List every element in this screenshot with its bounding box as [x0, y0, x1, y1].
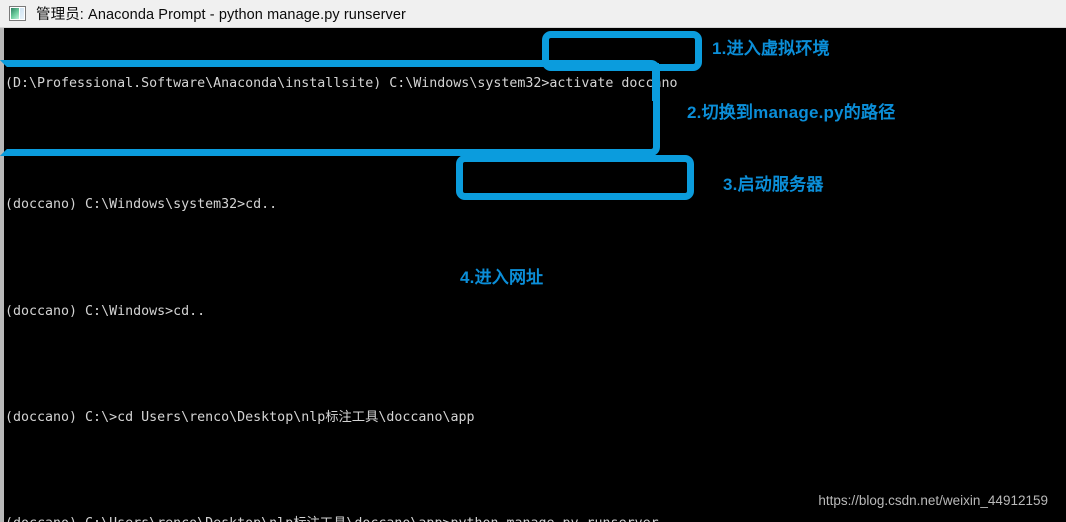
- terminal-blank-line: [5, 136, 765, 151]
- console-window-icon: [9, 6, 26, 21]
- terminal-line-cd-windows: (doccano) C:\Windows>cd..: [5, 303, 206, 319]
- step-label-3: 3.启动服务器: [723, 175, 824, 194]
- prompt-prefix-1: (D:\Professional.Software\Anaconda\insta…: [5, 75, 550, 91]
- window-title-bar: 管理员: Anaconda Prompt - python manage.py …: [0, 0, 1066, 28]
- step-label-2: 2.切换到manage.py的路径: [687, 103, 896, 122]
- terminal-blank-line: [5, 349, 765, 364]
- prompt-prefix-2: (doccano) C:\Users\renco\Desktop\nlp标注工具…: [5, 516, 450, 522]
- console-surface[interactable]: (D:\Professional.Software\Anaconda\insta…: [0, 28, 1066, 522]
- terminal-blank-line: [5, 456, 765, 471]
- terminal-line-prompt-activate: (D:\Professional.Software\Anaconda\insta…: [5, 76, 765, 91]
- step-label-1: 1.进入虚拟环境: [712, 39, 830, 58]
- terminal-line-cd-system32: (doccano) C:\Windows\system32>cd..: [5, 197, 278, 213]
- step-label-4: 4.进入网址: [460, 268, 544, 287]
- terminal-line-cd-app: (doccano) C:\>cd Users\renco\Desktop\nlp…: [5, 409, 475, 425]
- terminal-blank-line: [5, 243, 765, 258]
- command-python-manage-runserver: python manage.py runserver: [450, 516, 658, 522]
- terminal-output: (D:\Professional.Software\Anaconda\insta…: [5, 30, 765, 522]
- watermark-url: https://blog.csdn.net/weixin_44912159: [818, 493, 1048, 508]
- window-title-text: 管理员: Anaconda Prompt - python manage.py …: [36, 7, 406, 23]
- terminal-line-prompt-runserver: (doccano) C:\Users\renco\Desktop\nlp标注工具…: [5, 516, 765, 522]
- command-activate-doccano: activate doccano: [549, 75, 678, 91]
